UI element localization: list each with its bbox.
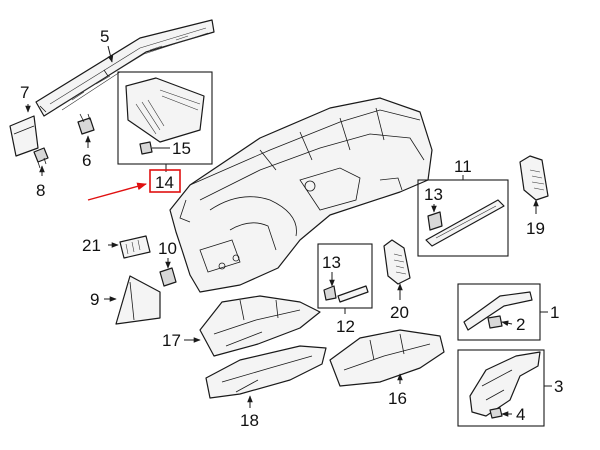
callout-9: 9: [90, 290, 99, 309]
part-17-lower-bracket: [199, 295, 321, 357]
callout-12: 12: [336, 317, 355, 336]
callout-21: 21: [82, 236, 101, 255]
highlight-arrow: [87, 182, 147, 201]
callout-16: 16: [388, 389, 407, 408]
part-7-trim-piece: [9, 115, 39, 157]
callout-8: 8: [36, 181, 45, 200]
part-1-trim: [463, 291, 533, 331]
highlight-box-14: [149, 169, 181, 193]
callout-7: 7: [20, 83, 29, 102]
callout-17: 17: [162, 331, 181, 350]
part-16-knee-panel: [329, 329, 445, 387]
part-8-clip: [33, 147, 49, 169]
leader-lines: [25, 45, 552, 417]
callout-2: 2: [516, 315, 525, 334]
callout-10: 10: [158, 239, 177, 258]
callout-6: 6: [82, 151, 91, 170]
part-11-trim-strip: [425, 199, 505, 247]
callout-19: 19: [526, 219, 545, 238]
part-21-switch: [119, 235, 151, 259]
part-12-trim-strip: [337, 285, 369, 303]
part-5-defroster-panel: [35, 19, 215, 117]
part-9-end-cap: [115, 275, 161, 325]
part-18-lower-trim: [205, 345, 327, 399]
callout-20: 20: [390, 303, 409, 322]
callout-18: 18: [240, 411, 259, 430]
callout-1: 1: [550, 303, 559, 322]
part-13-clip-inset-12: [323, 285, 337, 301]
callout-4: 4: [516, 405, 525, 424]
callout-11: 11: [454, 157, 472, 176]
callout-3: 3: [554, 377, 563, 396]
part-14-instrument-panel: [169, 97, 433, 293]
part-4-clip: [489, 407, 503, 419]
part-3-bracket: [469, 351, 541, 417]
part-13-clip-inset-11: [427, 211, 443, 231]
part-2-screw: [487, 315, 503, 329]
callout-13-inset-11: 13: [424, 185, 443, 204]
part-20-vent: [383, 239, 411, 285]
inset-box-3: [457, 349, 545, 427]
callout-15: 15: [172, 139, 191, 158]
callout-13-inset-12: 13: [322, 253, 341, 272]
part-19-vent: [519, 155, 549, 201]
part-15-panel-cover: [125, 77, 205, 155]
callout-5: 5: [100, 27, 109, 46]
inset-box-15: [117, 71, 213, 165]
part-6-clip: [77, 113, 95, 135]
part-10-clip: [159, 267, 177, 287]
callout-14: 14: [155, 173, 174, 192]
